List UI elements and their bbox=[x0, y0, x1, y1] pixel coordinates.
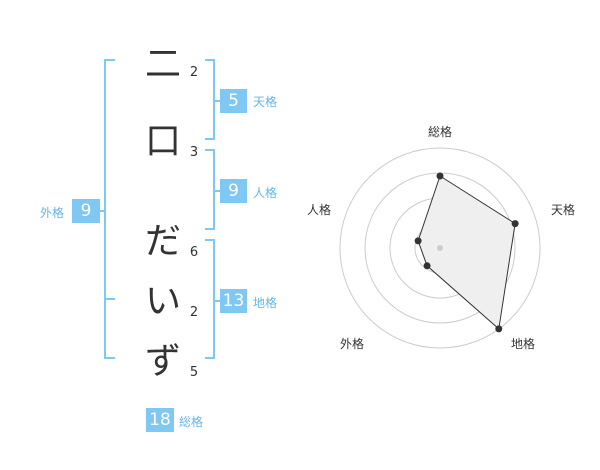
stroke-count-4: 2 bbox=[189, 305, 199, 320]
soukaku-value: 18 bbox=[146, 408, 174, 432]
radar-label-tenkaku: 天格 bbox=[551, 203, 576, 217]
radar-point-1 bbox=[436, 172, 444, 180]
radar-label-gaikaku: 外格 bbox=[340, 337, 365, 351]
radar-label-chikaku: 地格 bbox=[511, 337, 536, 351]
name-char-5: ず bbox=[144, 341, 181, 382]
stroke-count-3: 6 bbox=[189, 245, 199, 260]
radar-point-4 bbox=[423, 262, 431, 270]
name-char-3: だ bbox=[144, 221, 181, 262]
name-char-4: い bbox=[144, 281, 181, 322]
radar-grid-ring-4 bbox=[339, 147, 541, 349]
chikaku-bracket bbox=[205, 239, 215, 359]
radar-point-3 bbox=[495, 325, 503, 333]
tenkaku-label: 天格 bbox=[253, 95, 278, 109]
name-char-1: 二 bbox=[144, 44, 181, 85]
radar-label-soukaku: 総格 bbox=[428, 125, 453, 139]
tenkaku-value: 5 bbox=[220, 89, 247, 113]
chikaku-label: 地格 bbox=[253, 296, 278, 310]
gaikaku-value: 9 bbox=[72, 199, 100, 223]
radar-center bbox=[437, 245, 443, 251]
stroke-count-5: 5 bbox=[189, 365, 199, 380]
radar-label-jinkaku: 人格 bbox=[307, 203, 332, 217]
tenkaku-bracket bbox=[205, 59, 215, 140]
radar-point-5 bbox=[414, 237, 422, 245]
jinkaku-value: 9 bbox=[220, 179, 247, 203]
jinkaku-label: 人格 bbox=[253, 186, 278, 200]
soukaku-label: 総格 bbox=[179, 415, 204, 429]
gaikaku-bracket bbox=[104, 59, 115, 359]
radar-point-2 bbox=[511, 220, 519, 228]
chikaku-value: 13 bbox=[220, 289, 247, 313]
radar-polygon bbox=[417, 175, 516, 330]
name-char-2: 口 bbox=[144, 121, 181, 162]
stroke-count-1: 2 bbox=[189, 65, 199, 80]
stroke-count-2: 3 bbox=[189, 145, 199, 160]
gaikaku-label: 外格 bbox=[40, 206, 65, 220]
jinkaku-bracket bbox=[205, 149, 215, 230]
